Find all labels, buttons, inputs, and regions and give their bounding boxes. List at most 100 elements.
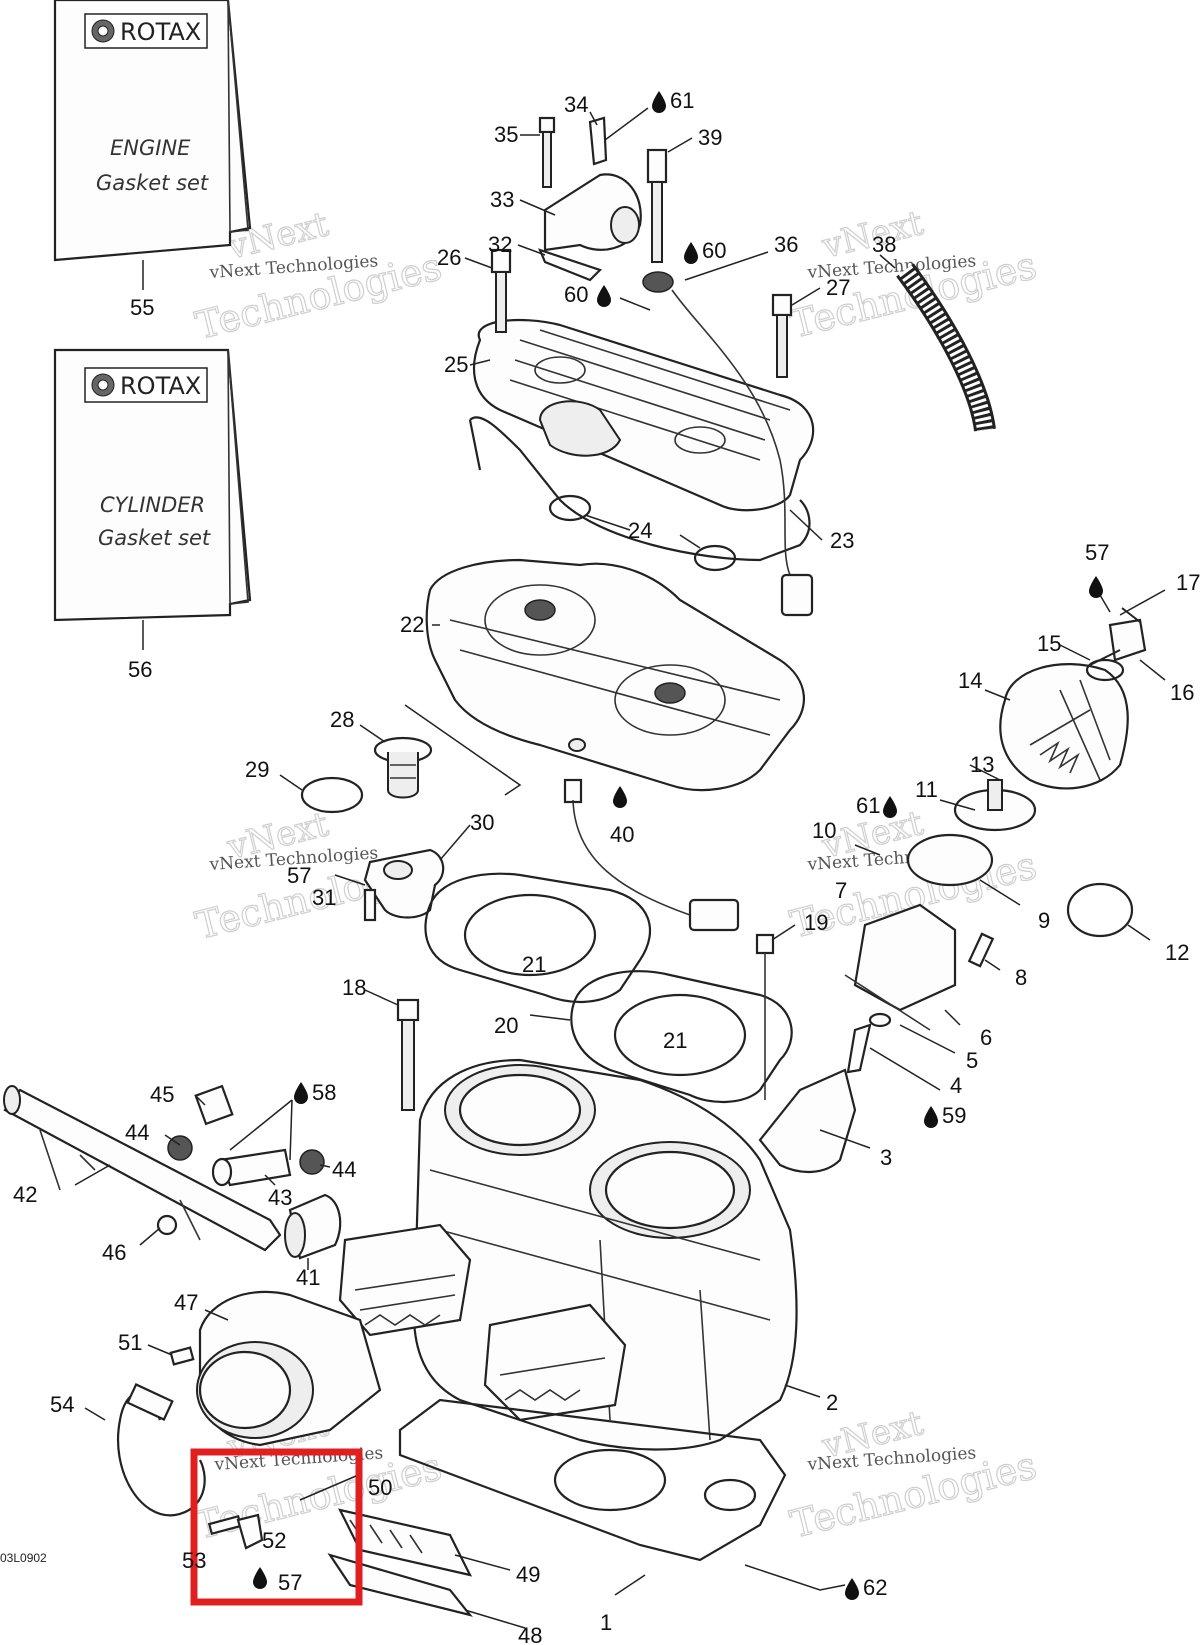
drop-icon: [845, 1578, 859, 1600]
drop-icon: [883, 796, 897, 818]
cover-gasket: [468, 416, 811, 572]
callout: 56: [128, 657, 152, 682]
drop-icon: [253, 1567, 267, 1589]
kit-subtitle: Gasket set: [96, 171, 209, 195]
callout: 41: [296, 1265, 320, 1290]
callout: 10: [812, 818, 836, 843]
callout: 7: [835, 878, 847, 903]
callout: 57: [287, 863, 311, 888]
callout: 42: [13, 1182, 37, 1207]
callout: 19: [804, 910, 828, 935]
callout: 11: [915, 777, 938, 802]
callout: 52: [262, 1528, 286, 1553]
engine-gasket-kit: ROTAX ENGINE Gasket set 55: [53, 0, 252, 320]
callout: 55: [130, 295, 154, 320]
sleeve: [284, 1193, 342, 1260]
callout: 9: [1038, 908, 1050, 933]
thermostat-housing: [363, 848, 445, 922]
callout: 46: [102, 1240, 126, 1265]
drop-icon: [1089, 576, 1103, 598]
callout: 38: [872, 232, 896, 257]
callout: 22: [400, 612, 424, 637]
callout: 40: [610, 822, 634, 847]
callout: 17: [1176, 570, 1200, 595]
callout: 26: [437, 245, 461, 270]
callout: 36: [774, 232, 798, 257]
outlet-fitting: [538, 116, 642, 282]
callout: 23: [830, 528, 854, 553]
callout: 21: [663, 1028, 687, 1053]
callout: 18: [342, 975, 366, 1000]
callout: 30: [470, 810, 494, 835]
oil-line-fitting: [207, 1513, 264, 1550]
callout: 25: [444, 352, 468, 377]
head-gasket: [424, 872, 793, 1104]
o-ring: [300, 776, 364, 814]
callout: 50: [368, 1475, 392, 1500]
drop-icon: [684, 242, 698, 264]
base-gasket: [398, 1398, 787, 1562]
callout: 43: [268, 1185, 292, 1210]
cylinder-stud-bolts: [396, 933, 775, 1111]
callout: 2: [826, 1390, 838, 1415]
callout-numbers: 1 2 3 4 5 6 7 8 9 10 11 12 13 14 15 16 1…: [13, 88, 1200, 1645]
callout: 15: [1037, 631, 1061, 656]
callout: 20: [494, 1013, 518, 1038]
drop-icon: [613, 786, 627, 808]
lubricant-icons: [253, 91, 1103, 1600]
kit-title: CYLINDER: [100, 493, 205, 517]
callout: 61: [856, 793, 880, 818]
drop-icon: [652, 91, 666, 113]
callout: 44: [332, 1157, 356, 1182]
callout: 6: [980, 1025, 992, 1050]
drop-icon: [597, 285, 611, 307]
cylinder-head: [425, 558, 805, 792]
callout: 60: [702, 238, 726, 263]
reed-valve-blocks: [338, 1223, 627, 1422]
callout: 39: [698, 125, 722, 150]
kit-brand: ROTAX: [120, 18, 201, 46]
callout: 60: [564, 282, 588, 307]
rave-valve-assembly: [758, 607, 1147, 1174]
cylinder-gasket-kit: ROTAX CYLINDER Gasket set 56: [53, 348, 252, 682]
callout: 57: [278, 1570, 302, 1595]
callout: 51: [118, 1330, 142, 1355]
fuel-rail: [3, 1085, 282, 1252]
kit-subtitle: Gasket set: [98, 526, 211, 550]
diagram-reference-code: 03L0902: [0, 1551, 47, 1565]
callout: 58: [312, 1080, 336, 1105]
callout: 16: [1170, 680, 1194, 705]
temperature-sensor: [642, 271, 814, 617]
callout: 24: [628, 518, 652, 543]
kit-brand: ROTAX: [120, 372, 201, 400]
callout: 59: [942, 1103, 966, 1128]
drop-icon: [294, 1082, 308, 1104]
callout: 53: [182, 1548, 206, 1573]
callout: 49: [516, 1562, 540, 1587]
callout: 3: [880, 1145, 892, 1170]
callout: 12: [1165, 940, 1189, 965]
callout: 47: [174, 1290, 198, 1315]
cylinder-head-cover: [472, 318, 815, 512]
drop-icon: [924, 1106, 938, 1128]
callout: 34: [564, 92, 588, 117]
callout: 44: [125, 1120, 149, 1145]
callout: 57: [1085, 540, 1109, 565]
callout: 27: [826, 275, 850, 300]
intake-manifold: [196, 1290, 382, 1447]
callout: 5: [966, 1048, 978, 1073]
callout: 1: [600, 1610, 612, 1635]
hose-clamp: [116, 1383, 206, 1517]
injector-seals: [156, 1135, 325, 1236]
callout: 61: [670, 88, 694, 113]
highlight-box: [190, 1448, 363, 1606]
sensor-cable: [563, 778, 740, 932]
fuel-injector: [194, 1084, 292, 1187]
callout: 8: [1015, 965, 1027, 990]
callout: 13: [970, 752, 994, 777]
callout: 29: [245, 757, 269, 782]
drain-hose: [896, 263, 996, 432]
callout: 21: [522, 952, 546, 977]
long-bolt: [490, 116, 793, 378]
